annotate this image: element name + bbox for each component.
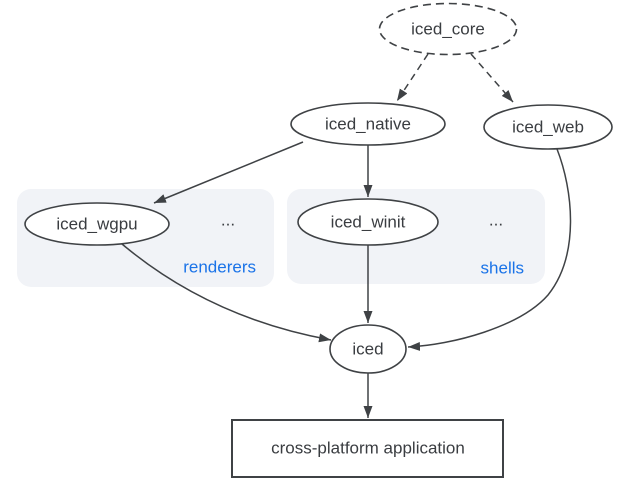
edge-web-to-iced bbox=[407, 148, 572, 351]
node-label-iced-wgpu: iced_wgpu bbox=[56, 214, 138, 234]
shells-ellipsis: ... bbox=[488, 210, 504, 230]
node-iced-native-shape bbox=[290, 102, 446, 146]
node-app-shape bbox=[231, 419, 504, 478]
edge-core-to-native bbox=[396, 53, 429, 102]
node-iced-web-shape bbox=[483, 104, 613, 150]
node-label-app: cross-platform application bbox=[271, 438, 465, 458]
node-iced-shape bbox=[329, 324, 407, 374]
edge-native-to-wgpu bbox=[153, 141, 304, 204]
node-label-iced: iced bbox=[352, 339, 384, 359]
node-label-iced-native: iced_native bbox=[324, 114, 412, 134]
edge-wgpu-to-iced bbox=[121, 243, 332, 343]
renderers-ellipsis: ... bbox=[220, 210, 236, 230]
node-iced-winit-shape bbox=[297, 198, 439, 246]
group-label-renderers: renderers bbox=[183, 257, 256, 277]
node-iced-core-shape bbox=[378, 2, 518, 56]
node-iced-wgpu-shape bbox=[24, 202, 170, 246]
edge-core-to-web bbox=[470, 53, 514, 103]
node-label-iced-core: iced_core bbox=[411, 19, 485, 39]
node-label-iced-winit: iced_winit bbox=[330, 212, 406, 232]
node-label-iced-web: iced_web bbox=[512, 117, 584, 137]
group-label-shells: shells bbox=[480, 258, 524, 278]
